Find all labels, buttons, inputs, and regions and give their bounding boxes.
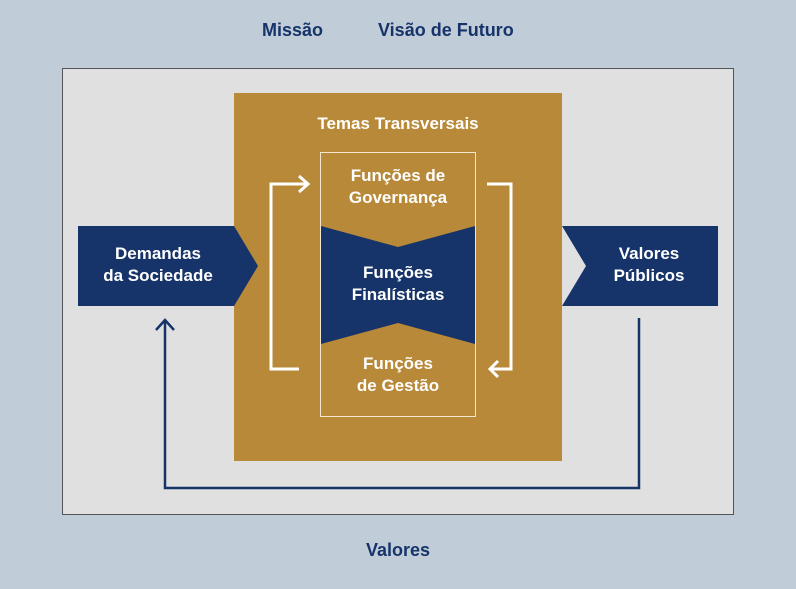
right-cycle-arrowhead xyxy=(487,359,500,379)
left-cycle-arrowhead xyxy=(298,174,311,194)
funcoes-de-gestao-label: Funções de Gestão xyxy=(356,354,440,396)
funcoes-box xyxy=(320,152,476,417)
feedback-loop-arrow xyxy=(163,318,641,490)
funcoes-finalisticas-label: Funções Finalísticas xyxy=(351,263,445,305)
demandas-da-sociedade-label: Demandas da Sociedade xyxy=(103,244,213,286)
demandas-da-sociedade-shape xyxy=(78,226,258,306)
left-cycle-arrow xyxy=(269,182,308,371)
funcoes-de-governanca-label: Funções de Governança xyxy=(348,166,448,208)
funcoes-finalisticas-shape xyxy=(321,226,475,344)
right-cycle-arrow xyxy=(487,182,513,371)
temas-transversais-label: Temas Transversais xyxy=(317,114,479,133)
feedback-loop-arrowhead xyxy=(155,318,175,331)
valores-publicos-shape xyxy=(562,226,718,306)
valores-label: Valores xyxy=(365,540,431,560)
missao-label: Missão xyxy=(262,20,324,40)
visao-de-futuro-label: Visão de Futuro xyxy=(378,20,514,40)
valores-publicos-label: Valores Públicos xyxy=(613,244,685,286)
